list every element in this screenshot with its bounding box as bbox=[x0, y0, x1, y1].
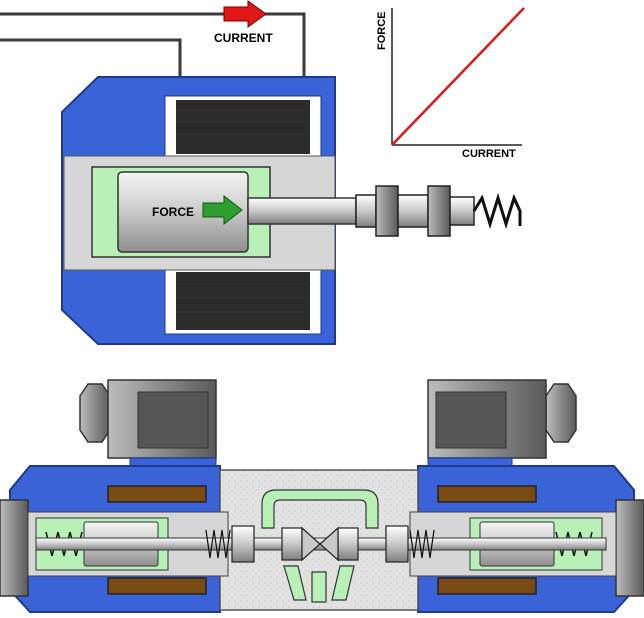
push-rod bbox=[247, 197, 357, 225]
directional-valve bbox=[0, 379, 644, 613]
right-coil-top bbox=[437, 485, 537, 503]
left-coil-top bbox=[107, 485, 207, 503]
spool-lands bbox=[231, 525, 409, 563]
solenoid-top: CURRENT FORCE bbox=[0, 0, 525, 345]
left-connector-plug bbox=[79, 379, 217, 467]
current-arrow-icon bbox=[223, 0, 267, 28]
lead-wire-outer bbox=[0, 12, 306, 100]
graph-x-label: CURRENT bbox=[462, 148, 516, 160]
coil-bottom bbox=[176, 272, 310, 330]
coil-top bbox=[176, 100, 310, 154]
right-end-cap bbox=[615, 499, 644, 597]
centering-springs bbox=[205, 529, 435, 559]
right-connector-plug bbox=[427, 379, 577, 467]
graph-y-label: FORCE bbox=[376, 12, 388, 51]
force-current-graph: FORCE CURRENT bbox=[376, 7, 525, 160]
left-coil-bottom bbox=[107, 577, 207, 595]
force-label: FORCE bbox=[152, 205, 194, 219]
right-spring-icon bbox=[555, 531, 593, 557]
right-coil-bottom bbox=[437, 577, 537, 595]
force-arrow-icon bbox=[202, 194, 243, 226]
current-label: CURRENT bbox=[214, 31, 273, 45]
valve-spool-connector bbox=[355, 185, 475, 237]
graph-line bbox=[391, 7, 525, 146]
left-end-cap bbox=[0, 499, 29, 597]
spring-icon bbox=[472, 192, 522, 230]
left-spring-icon bbox=[45, 531, 83, 557]
flow-channels bbox=[261, 489, 379, 603]
